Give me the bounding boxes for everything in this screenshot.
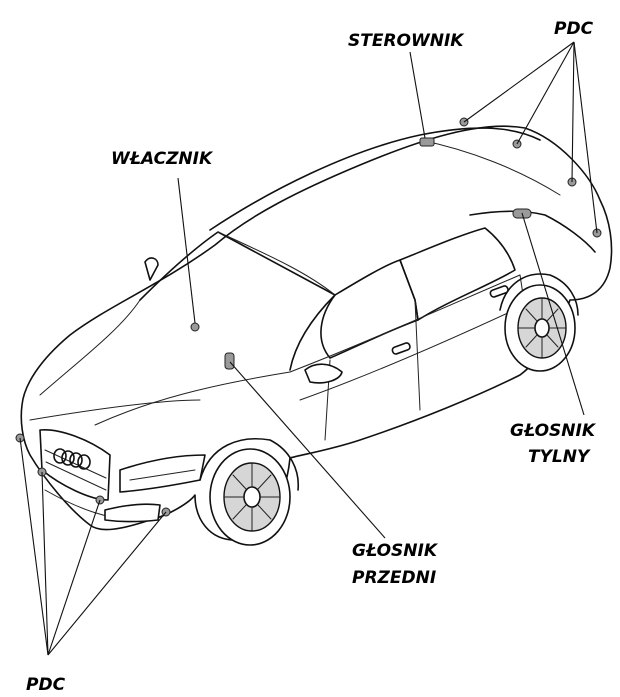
four-rings-logo [53, 448, 91, 470]
leader-pdc-bottom-2 [41, 471, 49, 656]
component-markers [15, 117, 602, 517]
leader-lines [19, 41, 598, 656]
leader-pdc-top-1 [463, 41, 575, 123]
label-wlacznik: WŁACZNIK [111, 149, 214, 169]
leader-sterownik [409, 51, 426, 139]
leader-pdc-top-2 [516, 41, 575, 145]
leader-wlacznik [177, 177, 196, 324]
label-pdc-top: PDC [554, 19, 594, 39]
leader-pdc-top-3 [571, 41, 575, 183]
label-glosnik-tylny-line1: GŁOSNIK [510, 421, 597, 441]
label-glosnik-przedni-line1: GŁOSNIK [352, 541, 439, 561]
leader-pdc-bottom-4 [47, 511, 167, 656]
front-speaker-marker [224, 352, 235, 370]
leader-pdc-bottom-1 [19, 437, 49, 656]
sedan-car-icon [20, 125, 613, 546]
controller-marker [419, 137, 435, 147]
leader-pdc-top-4 [573, 41, 598, 234]
label-glosnik-przedni-line2: PRZEDNI [352, 568, 436, 588]
leader-pdc-bottom-3 [47, 499, 101, 656]
leader-glosnik-przedni [229, 361, 386, 539]
label-glosnik-tylny-line2: TYLNY [528, 447, 591, 467]
label-sterownik: STEROWNIK [348, 31, 465, 51]
leader-glosnik-tylny [521, 212, 585, 416]
labels: STEROWNIK PDC WŁACZNIK GŁOSNIK TYLNY GŁO… [26, 19, 597, 695]
label-pdc-bottom: PDC [26, 675, 66, 695]
switch-marker [190, 322, 200, 332]
